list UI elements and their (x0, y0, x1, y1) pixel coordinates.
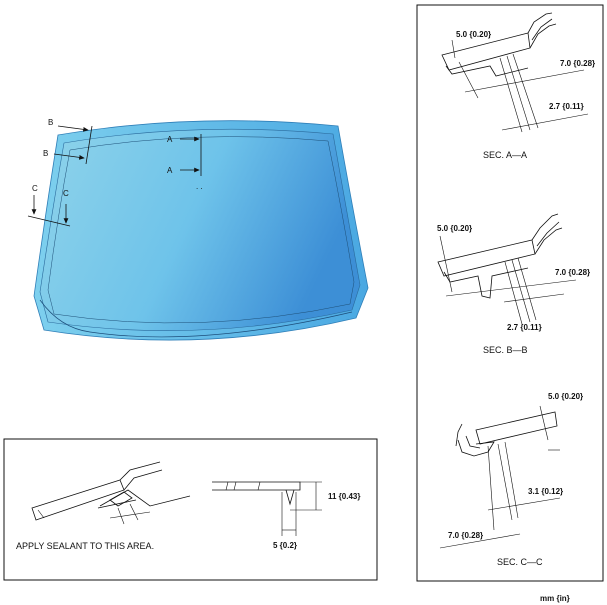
sealant-section-drawing (212, 481, 322, 536)
cut-line-a: A A (167, 134, 202, 176)
marker-b-bottom: B (43, 149, 48, 158)
sections-panel (416, 4, 604, 582)
mirror-mark: . . (196, 182, 203, 191)
units-note: mm {in} (540, 594, 570, 603)
section-b-dim-3: 2.7 {0.11} (507, 323, 542, 332)
marker-a-bottom: A (167, 166, 173, 175)
sealant-dim-height: 11 {0.43} (328, 492, 360, 501)
section-c-dim-2: 3.1 {0.12} (528, 487, 563, 496)
marker-a-top: A (167, 135, 173, 144)
sealant-perspective-drawing (31, 461, 191, 525)
marker-c-left: C (32, 184, 38, 193)
section-a-dim-2: 7.0 {0.28} (560, 59, 595, 68)
section-c-dim-1: 5.0 {0.20} (548, 392, 583, 401)
sealant-note: APPLY SEALANT TO THIS AREA. (16, 541, 154, 551)
section-b-drawing (437, 213, 577, 325)
windshield: . . (33, 120, 369, 341)
section-a-drawing (441, 12, 589, 133)
marker-b-top: B (48, 118, 53, 127)
section-b-dim-2: 7.0 {0.28} (555, 268, 590, 277)
cut-line-c: C C (27, 184, 71, 227)
section-a-dim-1: 5.0 {0.20} (456, 30, 491, 39)
section-b-dim-1: 5.0 {0.20} (437, 224, 472, 233)
windshield-glass (39, 128, 361, 331)
section-a-dim-3: 2.7 {0.11} (549, 102, 584, 111)
windshield-bottom-edge (39, 299, 353, 338)
windshield-ceramic-line (47, 136, 355, 324)
cut-line-b: B B (43, 118, 93, 165)
section-c-caption: SEC. C—C (497, 557, 543, 567)
section-c-dim-3: 7.0 {0.28} (448, 531, 483, 540)
marker-c-right: C (63, 189, 69, 198)
section-a-caption: SEC. A—A (483, 150, 527, 160)
sealant-panel (3, 438, 378, 581)
sealant-dim-width: 5 {0.2} (273, 541, 297, 550)
section-c-drawing (439, 405, 561, 549)
section-b-caption: SEC. B—B (483, 345, 528, 355)
